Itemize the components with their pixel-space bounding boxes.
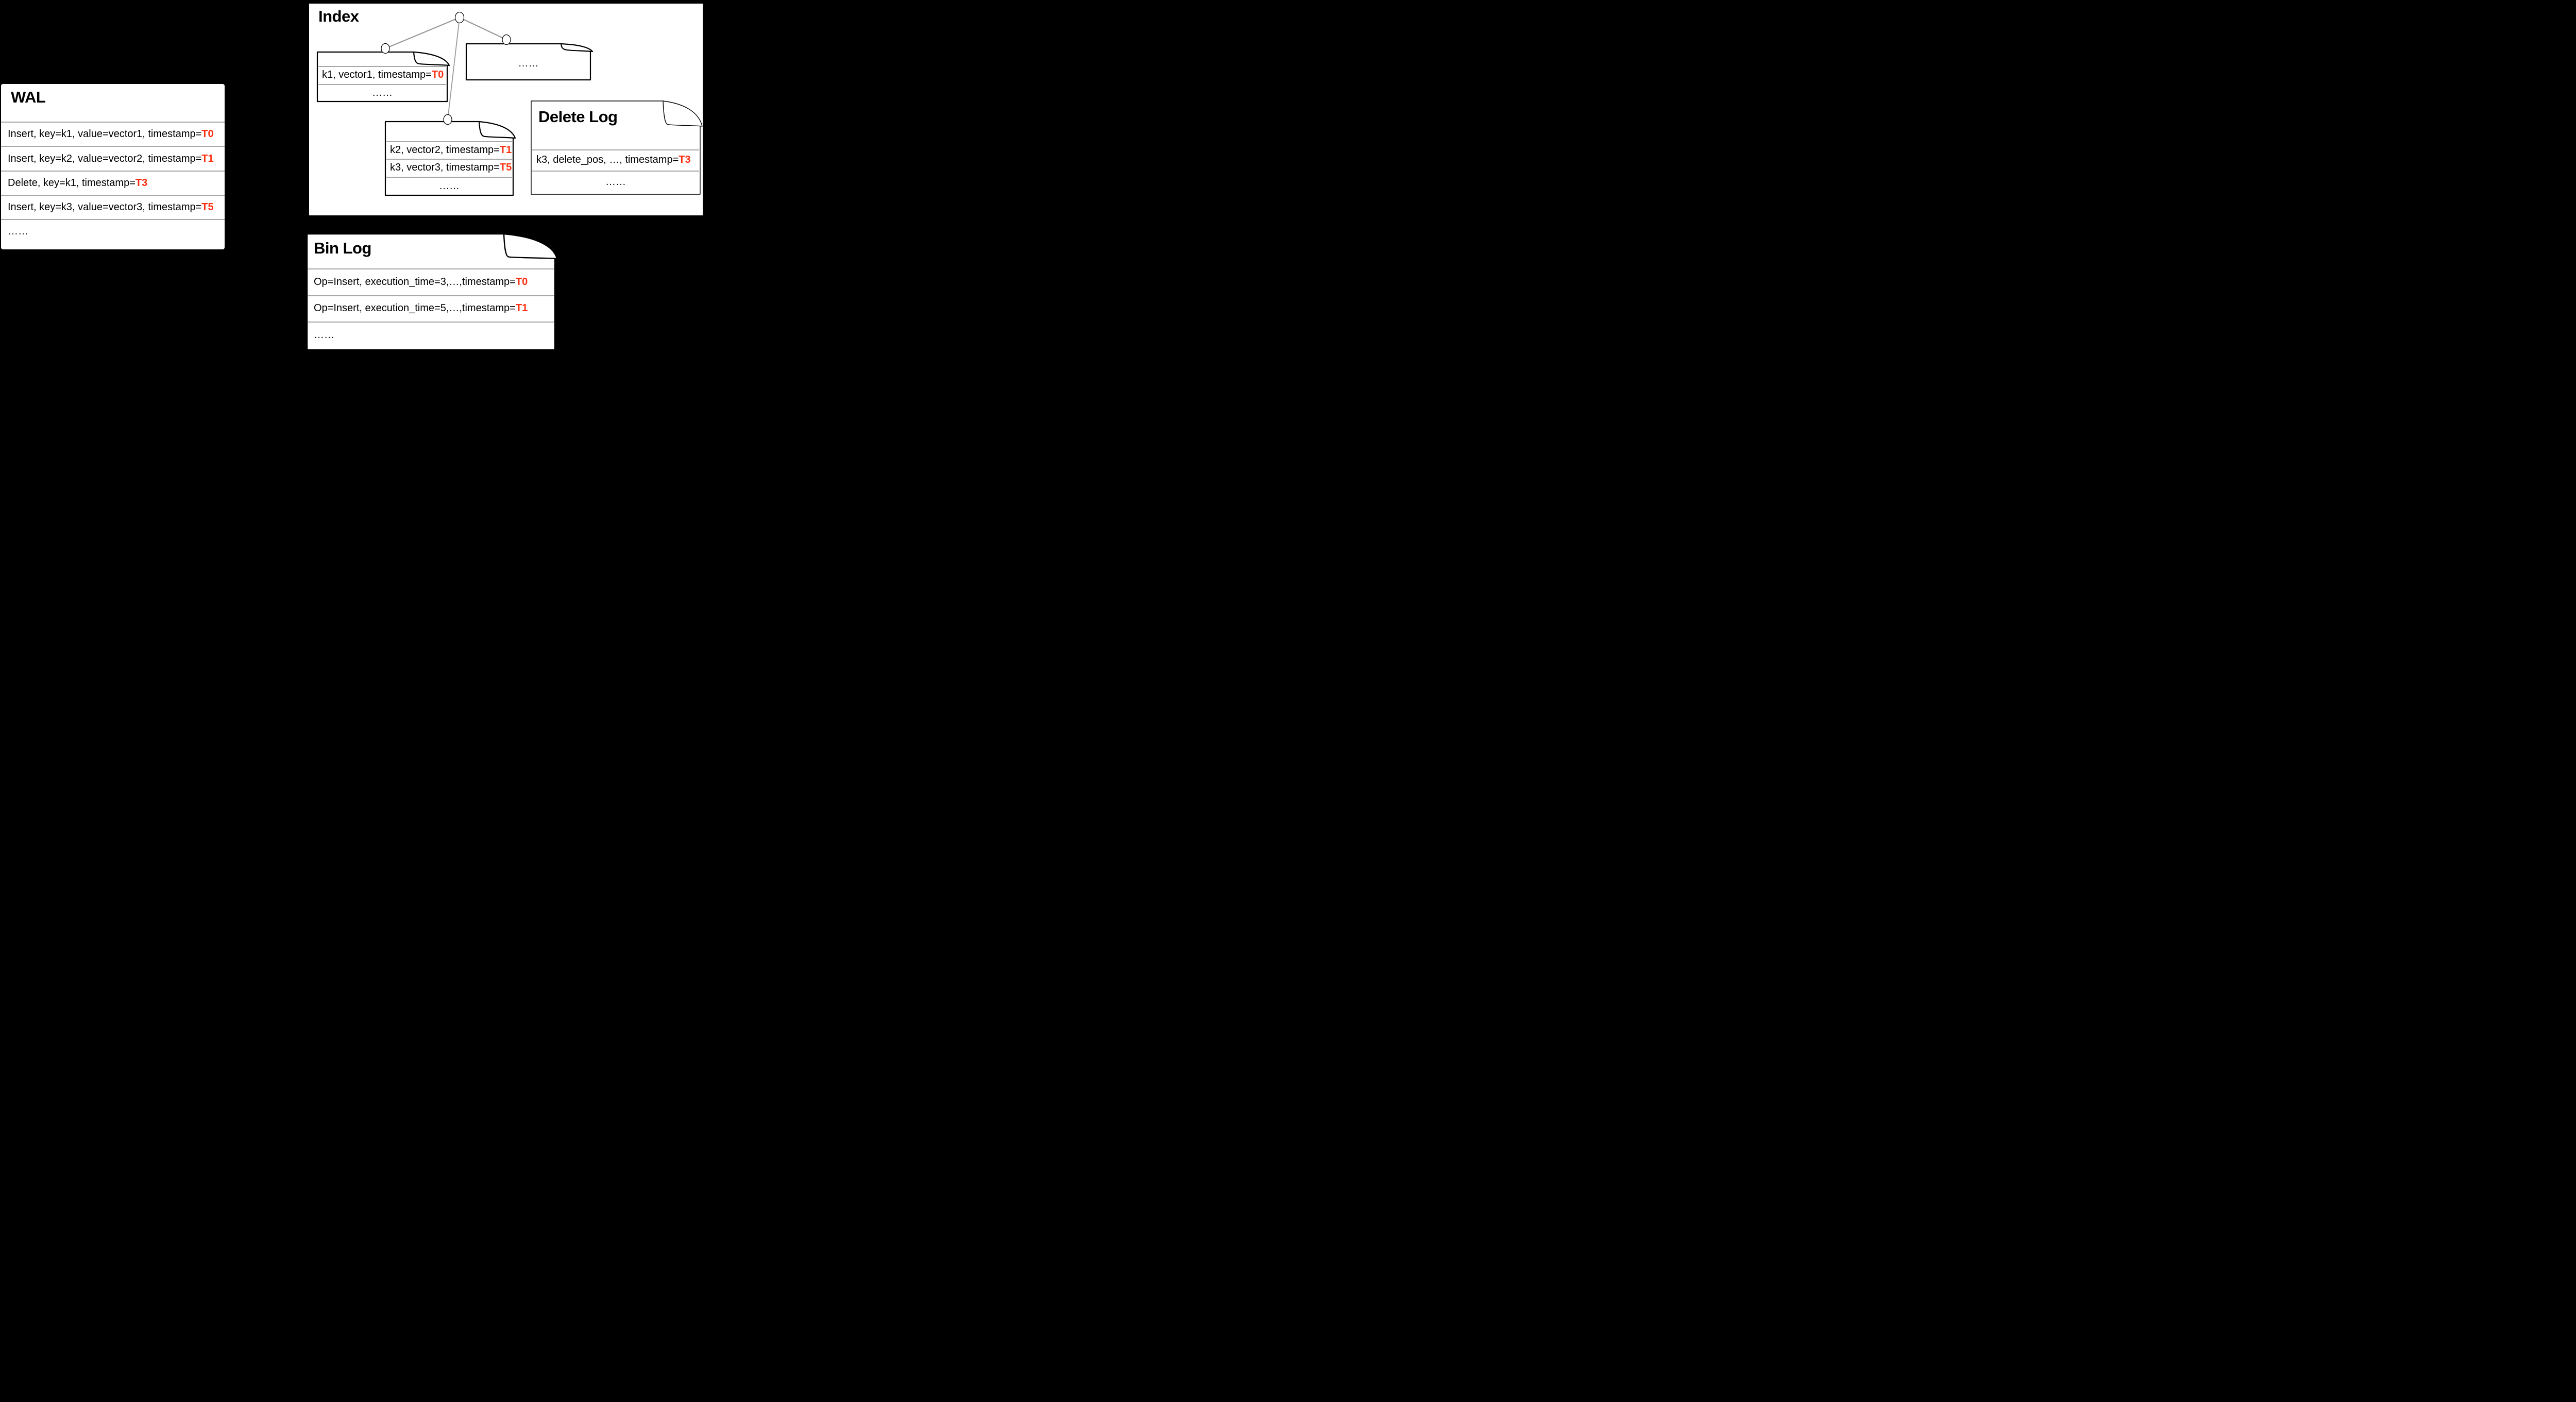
timestamp-value: T0 — [431, 69, 444, 80]
row-divider — [532, 149, 699, 150]
page-curl-icon — [503, 233, 558, 260]
timestamp-value: T3 — [679, 154, 691, 165]
wal-log-row: Delete, key=k1, timestamp=T3 — [1, 172, 225, 195]
row-divider — [1, 146, 225, 147]
row-divider — [1, 171, 225, 172]
row-text: …… — [372, 87, 393, 98]
page-curl-icon — [413, 51, 450, 66]
index-segment-doc-1: k1, vector1, timestamp=T0 …… — [316, 51, 450, 103]
index-title: Index — [318, 7, 359, 25]
row-text: Insert, key=k2, value=vector2, timestamp… — [8, 153, 202, 164]
row-text: Op=Insert, execution_time=3,…,timestamp= — [314, 276, 516, 288]
row-divider — [386, 177, 512, 178]
row-text: k1, vector1, timestamp= — [322, 69, 432, 80]
wal-title: WAL — [11, 88, 46, 106]
row-text: …… — [439, 180, 460, 192]
segment-row: k3, vector3, timestamp=T5 — [385, 160, 513, 176]
index-segment-doc-2: …… — [465, 43, 594, 81]
row-text: …… — [518, 57, 539, 69]
bin-log-row: Op=Insert, execution_time=5,…,timestamp=… — [307, 296, 555, 320]
row-divider — [308, 268, 554, 269]
timestamp-value: T1 — [201, 153, 214, 164]
bin-log-row: …… — [307, 323, 555, 347]
row-divider — [308, 322, 554, 323]
wal-log-row: Insert, key=k1, value=vector1, timestamp… — [1, 123, 225, 146]
segment-row: …… — [466, 53, 590, 74]
page-curl-icon — [663, 100, 703, 127]
segment-row: …… — [385, 178, 513, 194]
row-text: …… — [314, 329, 334, 341]
wal-log-row: Insert, key=k3, value=vector3, timestamp… — [1, 196, 225, 219]
timestamp-value: T1 — [515, 302, 528, 314]
page-curl-icon — [560, 43, 594, 53]
delete-log-title: Delete Log — [538, 108, 618, 126]
index-segment-doc-3: k2, vector2, timestamp=T1 k3, vector3, t… — [384, 121, 516, 196]
tree-edge — [447, 17, 460, 120]
segment-row: k2, vector2, timestamp=T1 — [385, 142, 513, 158]
row-divider — [532, 171, 699, 172]
row-divider — [386, 141, 512, 142]
segment-row: …… — [317, 85, 447, 100]
index-panel: Index k1, vector1, timestamp=T0 …… …… — [309, 4, 703, 215]
timestamp-value: T0 — [201, 128, 214, 140]
row-divider — [318, 84, 446, 85]
timestamp-value: T0 — [515, 276, 528, 288]
delete-log-row: …… — [531, 172, 700, 192]
wal-log-row: Insert, key=k2, value=vector2, timestamp… — [1, 147, 225, 171]
row-text: k3, vector3, timestamp= — [390, 162, 500, 173]
delete-log-row: k3, delete_pos, …, timestamp=T3 — [531, 150, 700, 170]
row-divider — [386, 159, 512, 160]
document-body — [316, 51, 448, 103]
row-text: k2, vector2, timestamp= — [390, 144, 500, 156]
tree-edge — [459, 17, 507, 40]
timestamp-value: T3 — [135, 177, 148, 189]
row-text: Insert, key=k3, value=vector3, timestamp… — [8, 201, 202, 213]
timestamp-value: T5 — [201, 201, 214, 213]
document-body — [465, 43, 591, 81]
index-tree-edges — [385, 16, 507, 120]
row-text: …… — [605, 176, 626, 188]
document-body — [306, 233, 556, 350]
bin-log-row: Op=Insert, execution_time=3,…,timestamp=… — [307, 269, 555, 294]
row-text: Delete, key=k1, timestamp= — [8, 177, 135, 189]
row-divider — [308, 295, 554, 296]
delete-log-doc: Delete Log k3, delete_pos, …, timestamp=… — [531, 100, 703, 195]
segment-row: k1, vector1, timestamp=T0 — [317, 67, 447, 83]
row-text: Insert, key=k1, value=vector1, timestamp… — [8, 128, 202, 140]
timestamp-value: T1 — [499, 144, 512, 156]
document-shape — [316, 51, 450, 103]
row-text: k3, delete_pos, …, timestamp= — [536, 154, 679, 165]
row-divider — [1, 219, 225, 220]
row-text: …… — [8, 226, 28, 237]
row-divider — [1, 122, 225, 123]
row-divider — [1, 195, 225, 196]
timestamp-value: T5 — [499, 162, 512, 173]
wal-log-row: …… — [1, 220, 225, 243]
document-shape — [465, 43, 594, 81]
bin-log-title: Bin Log — [314, 239, 371, 257]
bin-log-doc: Bin Log Op=Insert, execution_time=3,…,ti… — [306, 233, 558, 350]
diagram-canvas: WAL Insert, key=k1, value=vector1, times… — [0, 0, 704, 350]
page-curl-icon — [478, 121, 516, 139]
row-divider — [318, 66, 446, 67]
row-text: Op=Insert, execution_time=5,…,timestamp= — [314, 302, 516, 314]
wal-panel: WAL Insert, key=k1, value=vector1, times… — [1, 84, 225, 249]
tree-edge — [385, 16, 460, 49]
document-shape — [306, 233, 558, 350]
